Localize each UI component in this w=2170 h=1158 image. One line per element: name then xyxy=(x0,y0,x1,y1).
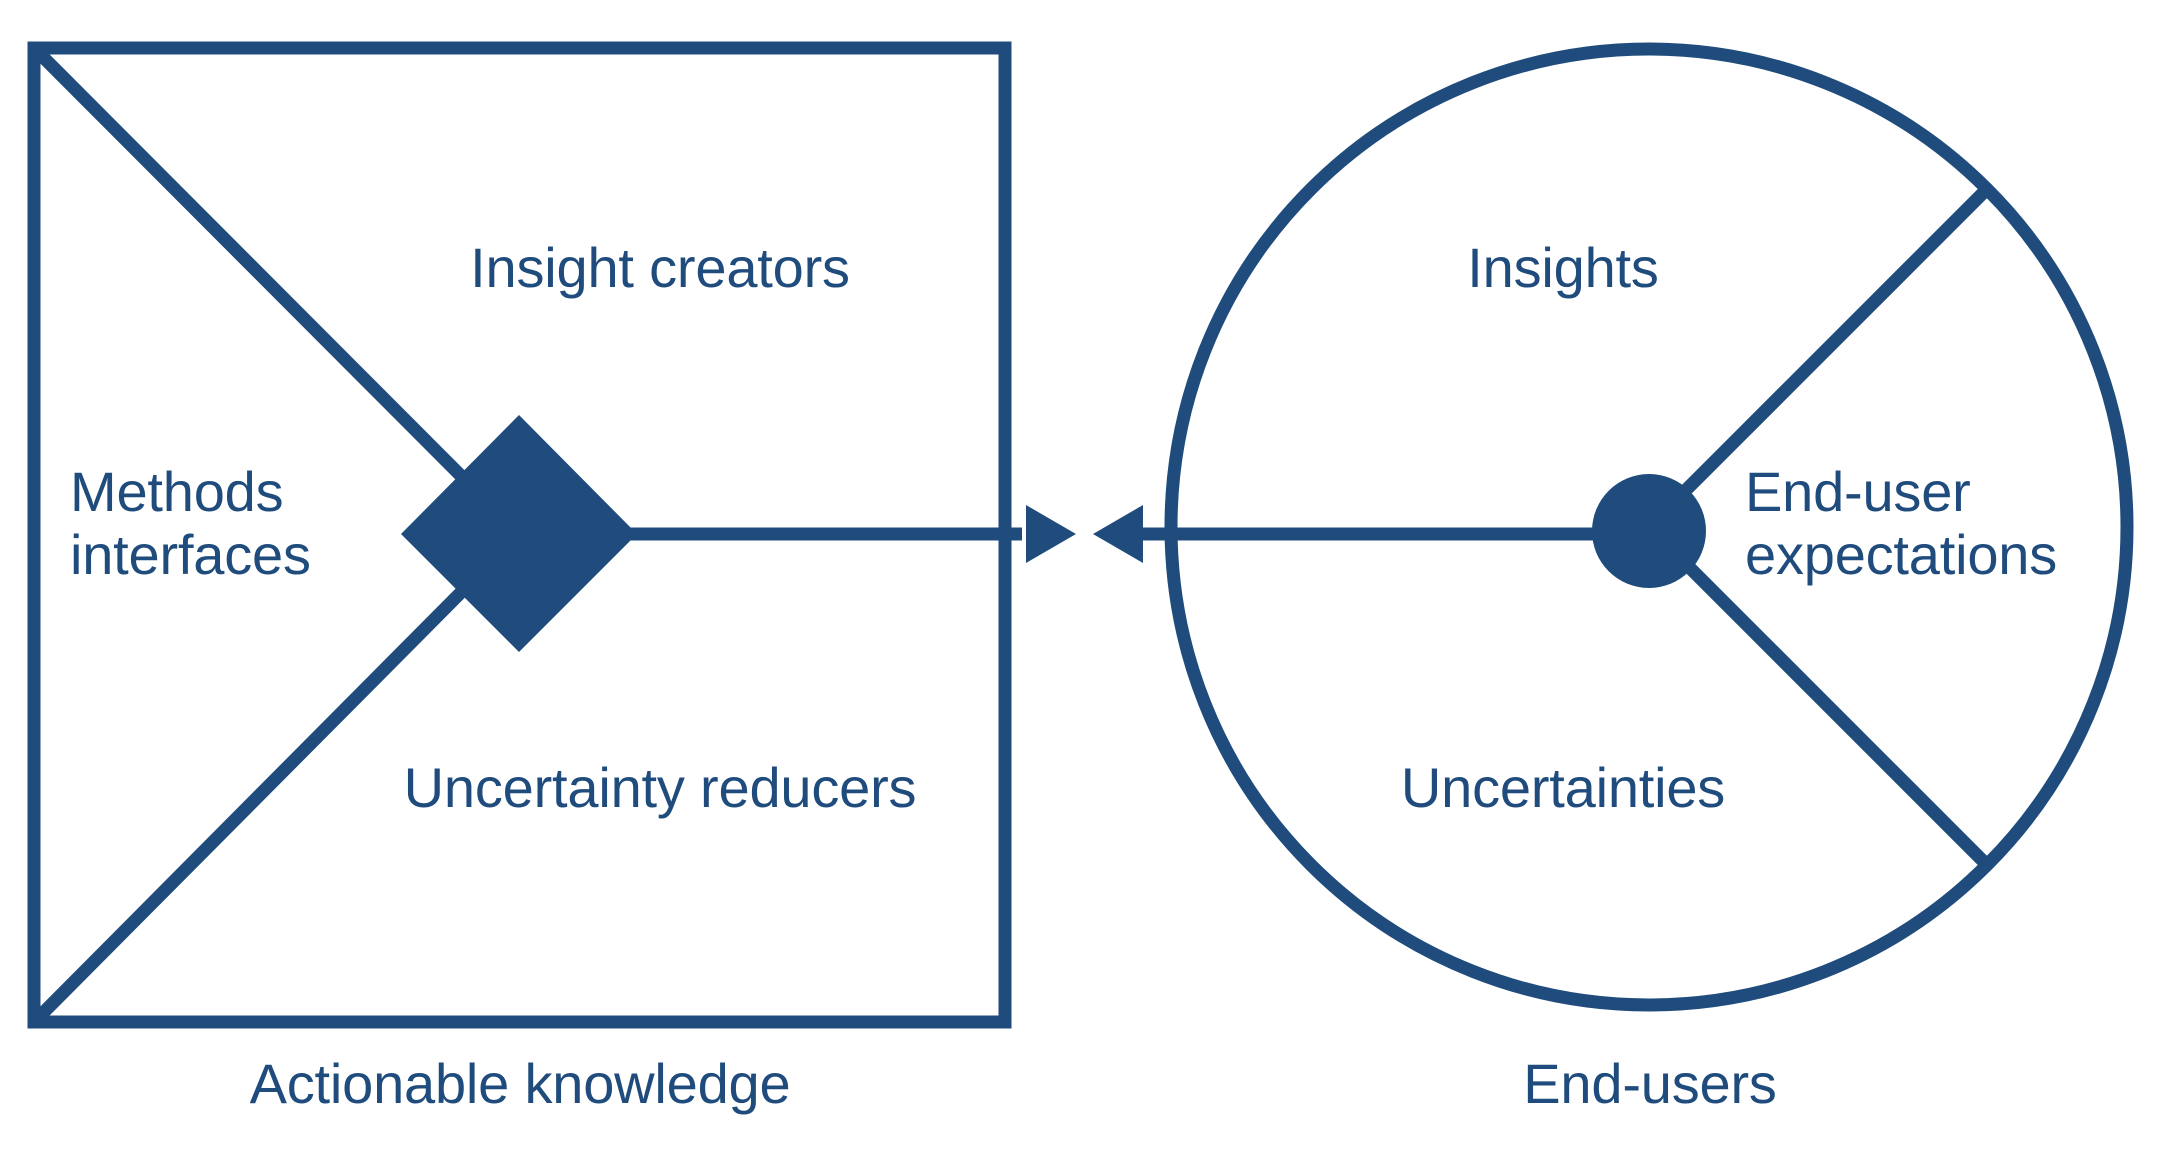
caption-actionable-knowledge: Actionable knowledge xyxy=(249,1052,791,1115)
label-insight-creators: Insight creators xyxy=(470,236,850,299)
end-users-group xyxy=(1164,42,2134,1012)
circle-outline xyxy=(1164,42,2134,1012)
square-diagonal-lower xyxy=(29,529,524,1027)
circle-radius-upper-right xyxy=(1644,184,1992,532)
bidirectional-connector xyxy=(630,505,1649,563)
dot-node xyxy=(1592,474,1706,588)
square-diagonal-upper xyxy=(29,43,524,539)
caption-end-users: End-users xyxy=(1523,1052,1777,1115)
label-methods-line2: interfaces xyxy=(70,523,311,587)
diamond-node xyxy=(401,415,637,652)
label-uncertainty-reducers: Uncertainty reducers xyxy=(403,756,917,819)
label-end-user-line1: End-user xyxy=(1745,460,1971,523)
label-methods-line1: Methods xyxy=(70,460,284,523)
arrowhead-left-icon xyxy=(1093,505,1143,563)
arrowhead-right-icon xyxy=(1026,505,1076,563)
label-insights: Insights xyxy=(1467,236,1659,299)
label-end-user-line2: expectations xyxy=(1745,523,2058,587)
circle-radius-lower-right xyxy=(1644,522,1992,870)
label-uncertainties: Uncertainties xyxy=(1400,756,1726,819)
